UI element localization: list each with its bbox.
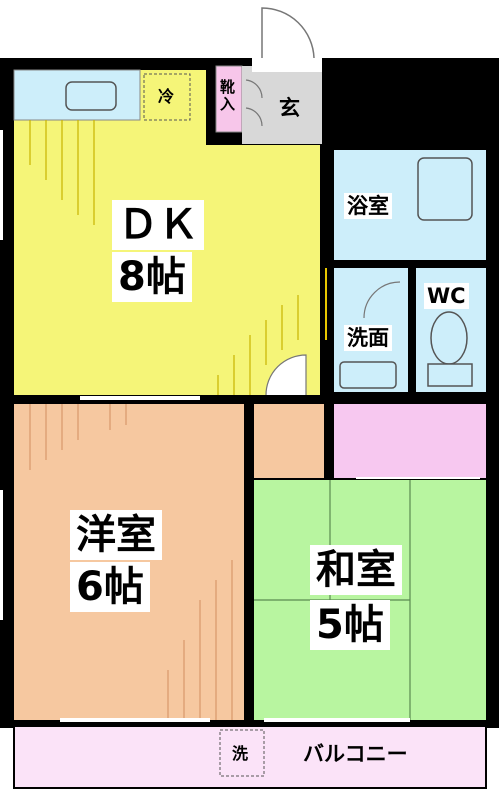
dk-door-swing	[265, 354, 307, 396]
refrigerator-label: 冷	[158, 87, 175, 106]
toilet-label: WC	[424, 283, 469, 309]
shoe-box-door-swing	[245, 79, 263, 127]
dk-room-size: 8帖	[112, 252, 192, 302]
toilet-bowl-icon	[430, 311, 468, 365]
kitchen-counter	[13, 69, 141, 121]
dk-floor-hatching	[29, 120, 299, 395]
western-room-name: 洋室	[70, 510, 162, 560]
washer-label: 洗	[232, 744, 249, 763]
wash-basin-icon	[339, 361, 397, 389]
bathtub-icon	[417, 157, 473, 221]
toilet-tank-icon	[427, 363, 473, 387]
entrance-door-opening	[252, 58, 322, 72]
entrance-label: 玄	[276, 95, 303, 121]
western-closet	[254, 404, 324, 478]
shoe-box-label: 靴入	[217, 78, 238, 114]
japanese-room-name: 和室	[310, 545, 402, 595]
kitchen-sink-icon	[65, 81, 117, 111]
washroom-label: 洗面	[344, 325, 392, 351]
entrance-door-swing	[261, 7, 315, 59]
japanese-closet	[334, 404, 486, 478]
dk-room-floor-extension	[206, 145, 320, 395]
japanese-room-size: 5帖	[310, 600, 390, 650]
bathroom-label: 浴室	[344, 193, 392, 219]
washroom-door-swing	[363, 281, 401, 319]
dk-room-name: ＤＫ	[112, 200, 204, 250]
western-floor-hatching	[29, 404, 233, 720]
western-room-size: 6帖	[70, 562, 150, 612]
balcony-label: バルコニー	[300, 741, 411, 767]
